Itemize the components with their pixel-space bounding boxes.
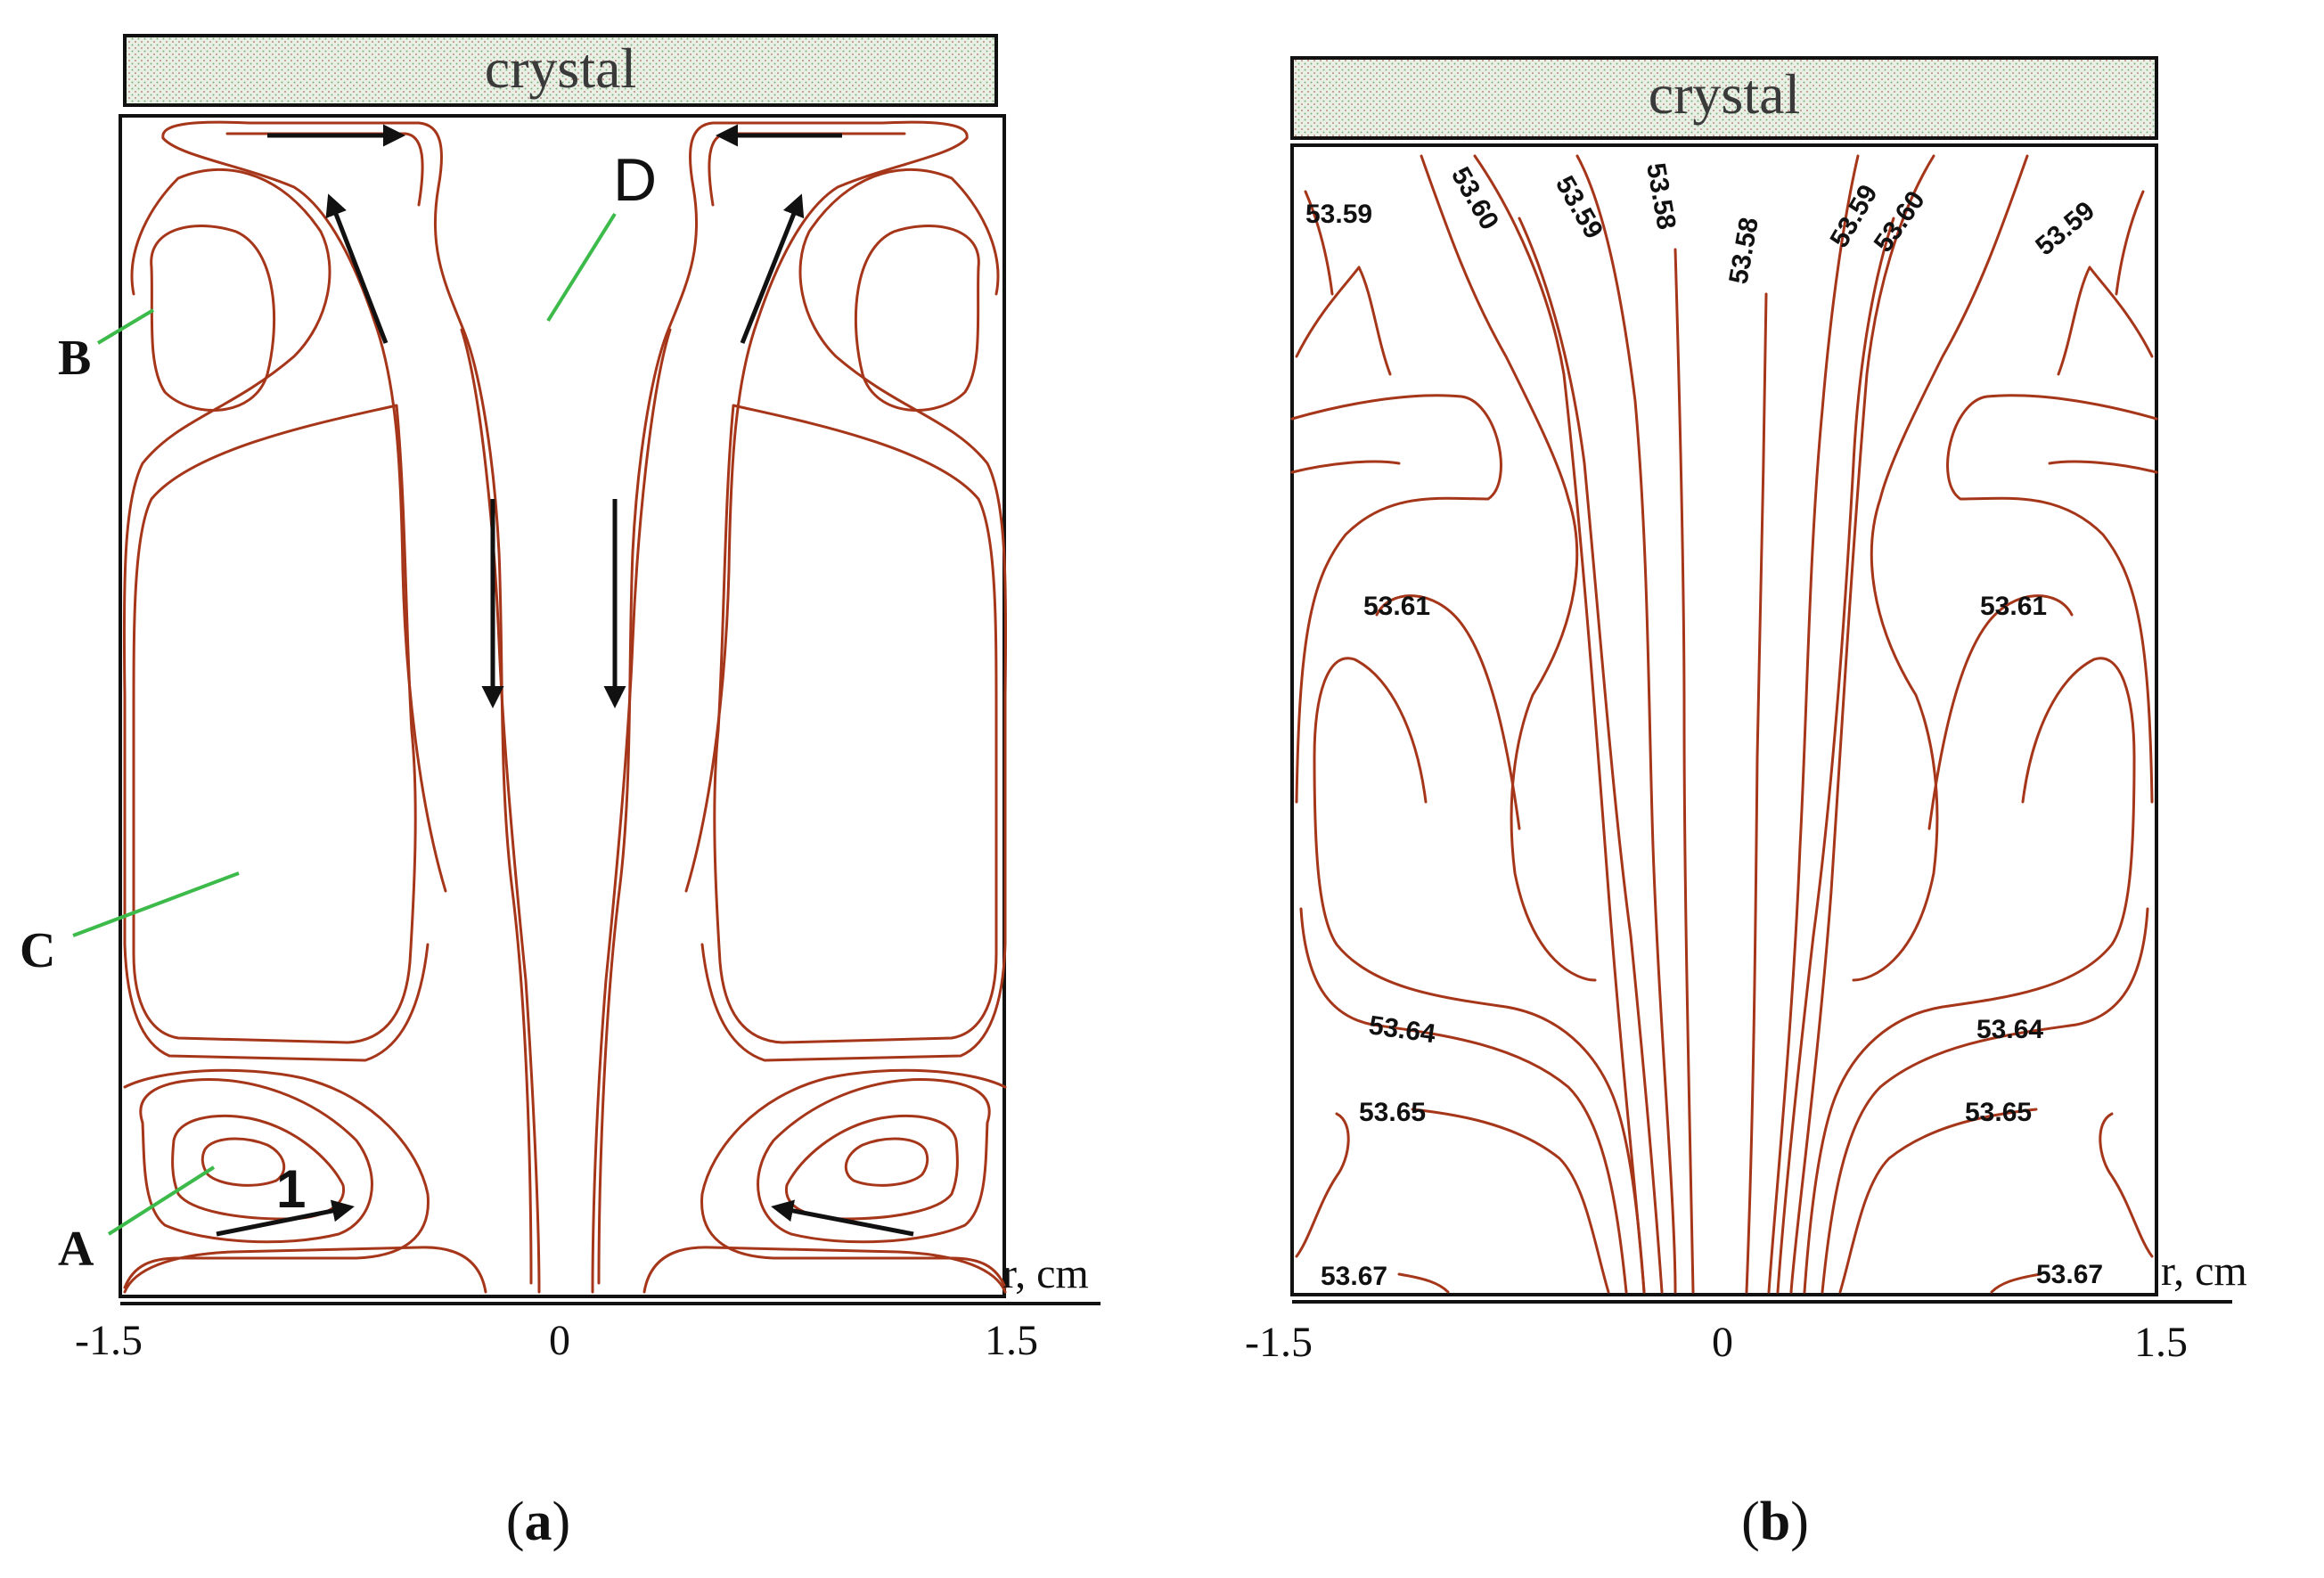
axis-label-a: r, cm <box>1002 1250 1089 1297</box>
leader-a <box>107 1165 216 1236</box>
crystal-label-b: crystal <box>1649 62 1801 126</box>
melt-frame-b <box>1290 143 2158 1296</box>
contour-label: 53.64 <box>1367 1010 1437 1049</box>
marker-1: 1 <box>276 1159 306 1219</box>
contour-label: 53.59 <box>1305 200 1372 229</box>
region-label-c: C <box>20 923 55 978</box>
streamlines-a <box>122 120 1008 1294</box>
tick-label-a-neg: -1.5 <box>75 1317 143 1364</box>
panel-a: crystal <box>20 34 1101 1552</box>
leader-c <box>72 871 240 937</box>
crystal-bar-a <box>123 34 998 107</box>
leader-d <box>546 212 617 323</box>
contour-label: 53.61 <box>1363 592 1430 621</box>
contour-label: 53.58 <box>1723 216 1764 287</box>
axis-label-b: r, cm <box>2161 1247 2247 1295</box>
crystal-bar-b <box>1290 56 2158 140</box>
region-label-b: B <box>58 331 91 386</box>
contour-label: 53.59 <box>1550 171 1608 244</box>
caption-b: (b) <box>1741 1492 1809 1552</box>
contour-label: 53.65 <box>1359 1098 1426 1127</box>
caption-a: (a) <box>506 1492 570 1552</box>
tick-label-b-pos: 1.5 <box>2134 1319 2188 1366</box>
crystal-label-a: crystal <box>485 37 637 100</box>
isotherms-b <box>1290 154 2158 1294</box>
contour-label: 53.60 <box>1445 162 1504 235</box>
contour-label: 53.65 <box>1965 1098 2032 1127</box>
tick-label-a-zero: 0 <box>549 1317 570 1364</box>
contour-label: 53.61 <box>1980 592 2047 621</box>
contour-label: 53.59 <box>2030 196 2100 262</box>
panel-b: crystal <box>1245 56 2247 1552</box>
contour-label: 53.64 <box>1976 1015 2043 1044</box>
contour-label: 53.67 <box>2036 1260 2103 1289</box>
tick-label-b-zero: 0 <box>1712 1319 1733 1366</box>
tick-label-a-pos: 1.5 <box>985 1317 1038 1364</box>
region-label-d: D <box>613 146 657 214</box>
contour-label: 53.58 <box>1641 160 1682 232</box>
contour-label: 53.67 <box>1321 1262 1387 1291</box>
region-label-a: A <box>58 1222 94 1277</box>
leader-b <box>96 308 155 345</box>
tick-label-b-neg: -1.5 <box>1245 1319 1313 1366</box>
flow-arrows-a <box>216 124 914 1237</box>
